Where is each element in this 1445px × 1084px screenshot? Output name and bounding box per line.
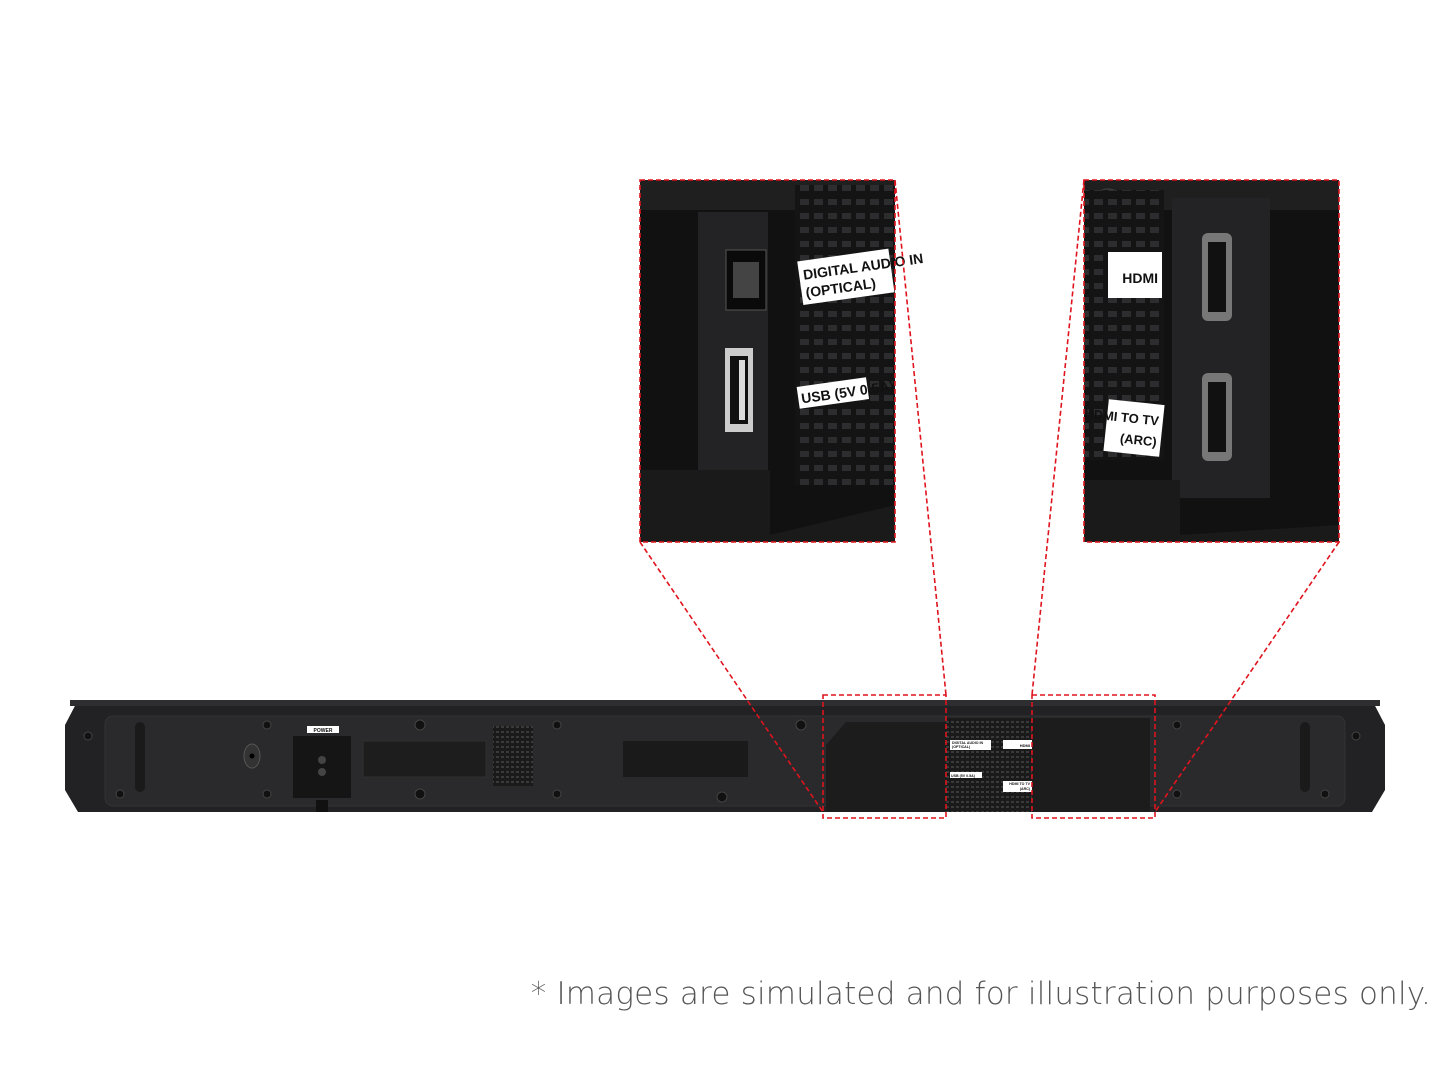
inset-optical-usb: DIGITAL AUDIO IN (OPTICAL) USB (5V 0.5A) — [640, 180, 924, 542]
callout-lines — [639, 179, 1340, 819]
inset-hdmi: HDMI HDMI TO TV (ARC) — [1084, 180, 1339, 542]
hdmi-arc-label-2: (ARC) — [1119, 431, 1157, 450]
power-label: POWER — [314, 728, 333, 734]
usb-label-small: USB (5V 0.5A) — [951, 774, 976, 778]
optical-label-small: DIGITAL AUDIO IN — [952, 741, 983, 745]
hdmi-label: HDMI — [1122, 270, 1158, 286]
hdmi-label-small: HDMI — [1020, 743, 1030, 748]
soundbar-body: POWER DIGITAL AUDIO IN (OPTICAL) HDMI US… — [65, 700, 1385, 812]
hdmi-arc-label-small-2: (ARC) — [1020, 787, 1031, 791]
hdmi-arc-label-small: HDMI TO TV — [1009, 782, 1030, 786]
disclaimer-text: * Images are simulated and for illustrat… — [530, 976, 1431, 1012]
optical-label-small-2: (OPTICAL) — [952, 745, 971, 749]
